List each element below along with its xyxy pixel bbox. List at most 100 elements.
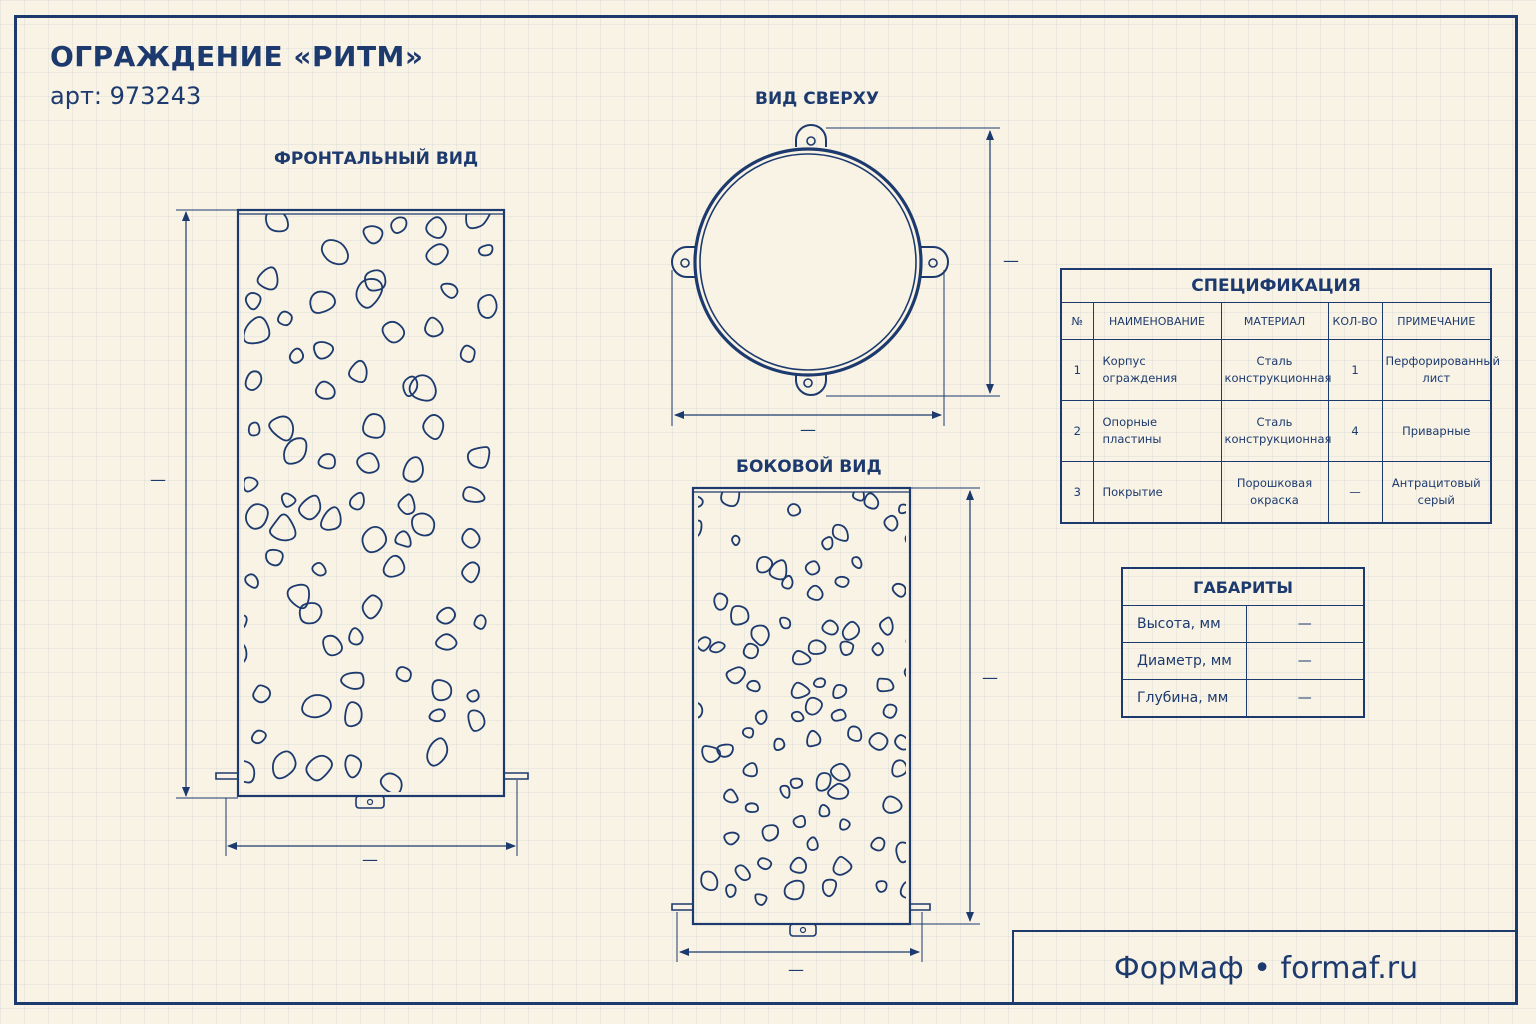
- perforation-hole: [731, 534, 741, 547]
- table-row: 2 Опорные пластины Сталь конструкционная…: [1060, 400, 1492, 462]
- perforation-hole: [839, 640, 855, 656]
- specification-table: СПЕЦИФИКАЦИЯ № НАИМЕНОВАНИЕ МАТЕРИАЛ КОЛ…: [1060, 268, 1500, 524]
- perforation-hole: [754, 893, 768, 906]
- perforation-hole: [244, 316, 271, 345]
- front-view-drawing: [176, 208, 529, 856]
- perforation-hole: [397, 493, 416, 515]
- perforation-hole: [395, 666, 412, 683]
- perforation-hole: [746, 679, 761, 693]
- perforation-hole: [757, 857, 773, 871]
- perforation-hole: [269, 513, 297, 542]
- perforation-hole: [283, 437, 308, 465]
- perforation-hole: [477, 244, 494, 257]
- drawing-frame: [14, 15, 1518, 1005]
- perforation-hole: [904, 535, 906, 544]
- perforation-hole: [851, 556, 863, 570]
- perforation-hole: [265, 548, 284, 567]
- perforation-hole: [915, 548, 927, 561]
- perforation-hole: [910, 695, 921, 706]
- perforation-hole: [298, 494, 322, 521]
- perforation-hole: [381, 320, 406, 344]
- spec-cell-note: Перфорированный лист: [1381, 339, 1500, 401]
- perforation-hole: [741, 727, 755, 739]
- spec-col-note: ПРИМЕЧАНИЕ: [1381, 302, 1492, 340]
- perforation-hole: [899, 881, 906, 899]
- perforation-hole: [361, 525, 388, 554]
- perforation-hole: [870, 836, 886, 852]
- perforation-hole: [804, 696, 823, 716]
- perforation-hole: [298, 602, 323, 625]
- perforation-hole: [750, 624, 770, 647]
- front-width-dim: —: [362, 850, 378, 869]
- perforation-hole: [700, 870, 719, 892]
- perforation-hole: [830, 708, 847, 722]
- perforation-hole: [832, 683, 848, 700]
- perforation-hole: [879, 616, 894, 636]
- spec-cell-qty: —: [1327, 461, 1383, 524]
- perforation-hole: [812, 677, 827, 689]
- perforation-hole: [744, 802, 759, 813]
- perforation-hole: [876, 677, 895, 693]
- perforation-hole: [394, 530, 412, 548]
- perforation-hole: [725, 883, 737, 898]
- perforation-hole: [790, 710, 805, 723]
- brand-title-block: Формаф • formaf.ru: [1012, 930, 1518, 1005]
- spec-cell-name: Покрытие: [1092, 461, 1222, 524]
- side-view-label: БОКОВОЙ ВИД: [736, 457, 882, 477]
- perforation-hole: [244, 370, 263, 392]
- spec-cell-material: Порошковая окраска: [1220, 461, 1329, 524]
- perforation-hole: [871, 642, 884, 657]
- front-support-plate-right: [503, 772, 529, 780]
- perforation-hole: [425, 216, 447, 239]
- perforation-hole: [903, 667, 906, 678]
- perforation-hole: [250, 729, 267, 745]
- perforation-hole: [286, 583, 310, 610]
- perforation-hole: [322, 634, 343, 657]
- perforation-hole: [841, 620, 861, 641]
- perforation-hole: [340, 671, 365, 690]
- perforation-hole: [344, 754, 363, 779]
- perforation-hole: [720, 492, 741, 508]
- perforation-hole: [466, 689, 480, 703]
- spec-cell-note: Антрацитовый серый: [1381, 461, 1492, 524]
- perforation-hole: [698, 495, 704, 508]
- perforation-hole: [426, 737, 449, 767]
- perforation-hole: [402, 456, 424, 483]
- perforation-hole: [742, 762, 758, 778]
- perforation-hole: [265, 214, 289, 233]
- perforation-hole: [422, 414, 445, 441]
- perforation-hole: [477, 293, 498, 319]
- perforation-hole: [789, 777, 804, 790]
- perforation-hole: [725, 666, 746, 685]
- dimensions-table: ГАБАРИТЫ Высота, мм — Диаметр, мм — Глуб…: [1121, 567, 1366, 718]
- perforation-hole: [734, 864, 751, 882]
- perforation-hole: [834, 575, 850, 588]
- perforation-hole: [356, 452, 380, 474]
- perforation-hole: [709, 641, 726, 654]
- perforation-hole: [713, 592, 729, 611]
- perforation-hole: [847, 725, 863, 742]
- perforation-hole: [424, 316, 444, 338]
- table-row: Высота, мм —: [1121, 605, 1365, 643]
- perforation-hole: [271, 750, 297, 780]
- perforation-hole: [895, 841, 906, 864]
- perforation-hole: [466, 446, 491, 469]
- perforation-hole: [829, 762, 851, 782]
- perforation-hole: [408, 374, 437, 402]
- gab-label: Глубина, мм: [1121, 679, 1247, 718]
- perforation-hole: [431, 679, 453, 702]
- perforation-hole: [773, 737, 786, 751]
- perforation-hole: [792, 814, 807, 829]
- perforation-hole: [311, 561, 327, 577]
- perforation-hole: [790, 681, 811, 699]
- perforation-hole: [730, 605, 750, 626]
- perforation-hole: [355, 278, 384, 309]
- perforation-hole: [882, 795, 903, 814]
- perforation-hole: [701, 745, 722, 764]
- perforation-hole: [863, 492, 880, 510]
- top-ring-outer: [693, 147, 923, 377]
- perforation-hole: [256, 266, 279, 291]
- perforation-hole: [779, 616, 792, 630]
- perforation-hole: [411, 512, 436, 537]
